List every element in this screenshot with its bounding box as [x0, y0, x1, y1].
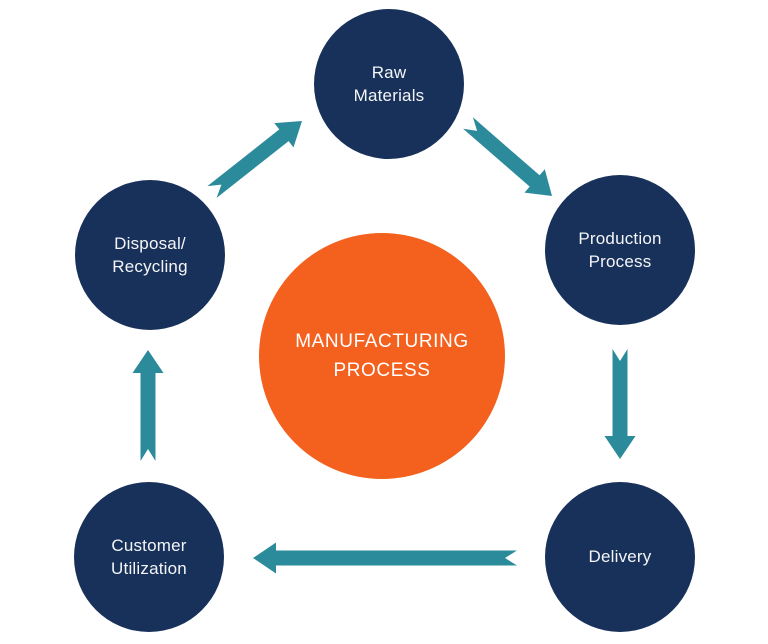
node-customer-utilization: Customer Utilization	[74, 482, 224, 632]
arrow-production_process-to-delivery	[604, 349, 636, 459]
node-customer-utilization-label: Customer Utilization	[111, 535, 187, 578]
node-disposal-recycling: Disposal/ Recycling	[75, 180, 225, 330]
node-disposal-recycling-label: Disposal/ Recycling	[112, 233, 188, 276]
arrow-raw_materials-to-production_process	[463, 117, 552, 196]
arrow-disposal_recycling-to-raw_materials	[207, 121, 302, 198]
node-production-process: Production Process	[545, 175, 695, 325]
arrow-delivery-to-customer_utilization	[253, 542, 517, 574]
node-delivery: Delivery	[545, 482, 695, 632]
node-delivery-label: Delivery	[588, 547, 652, 567]
center-circle-manufacturing-process: MANUFACTURING PROCESS	[259, 233, 505, 479]
node-raw-materials: Raw Materials	[314, 9, 464, 159]
node-production-process-label: Production Process	[578, 228, 662, 271]
node-raw-materials-label: Raw Materials	[353, 62, 425, 105]
center-label: MANUFACTURING PROCESS	[295, 330, 469, 381]
arrow-customer_utilization-to-disposal_recycling	[132, 350, 164, 461]
